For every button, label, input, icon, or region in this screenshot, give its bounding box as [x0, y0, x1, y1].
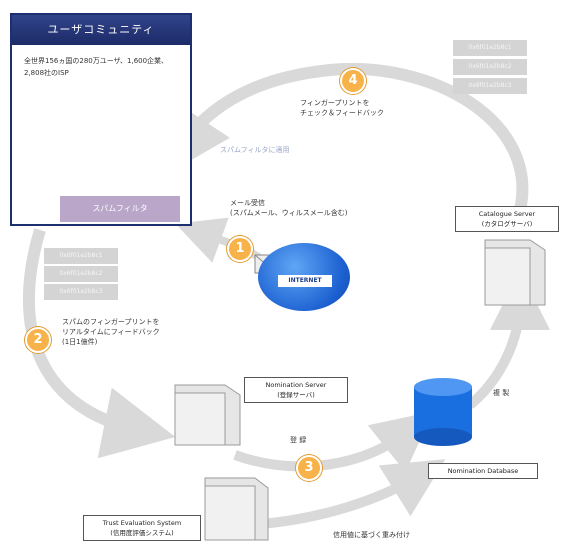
spam-filter-button[interactable]: スパムフィルタ [60, 196, 180, 222]
internet-label: INTERNET [278, 275, 332, 287]
spam-feedback-label: スパムのフィンガープリントを リアルタイムにフィードバック (1日1億件) [62, 318, 160, 346]
user-community-panel: ユーザコミュニティ 全世界156ヵ国の280万ユーザ、1,600企業、2,808… [10, 13, 192, 226]
fingerprint-check-label: フィンガープリントを チェック＆フィードバック [300, 99, 384, 117]
trust-server-icon [204, 477, 269, 541]
spam-filter-apply-label: スパムフィルタに適用 [220, 146, 290, 154]
replicate-label: 複 製 [493, 389, 510, 397]
arrow-register [233, 411, 434, 473]
arrow-trust [249, 459, 446, 530]
register-label: 登 録 [290, 436, 307, 444]
nomination-db-label: Nomination Database [428, 463, 538, 479]
fingerprint-row: 0x6f01e2b8c1 [44, 248, 118, 264]
fingerprint-row: 0x6f01e2b8c2 [44, 266, 118, 282]
fingerprint-row: 0x6f01e2b8c2 [453, 59, 527, 75]
nomination-server-label: Nomination Server (登録サーバ) [244, 377, 348, 403]
mail-receive-label: メール受信 (スパムメール、ウィルスメール含む) [230, 199, 348, 217]
user-community-description: 全世界156ヵ国の280万ユーザ、1,600企業、2,808社のISP [24, 57, 169, 77]
arrow-replicate [466, 270, 550, 409]
catalogue-server-icon [484, 239, 546, 306]
fingerprint-row: 0x6f01e2b8c1 [453, 40, 527, 56]
step-2-badge: 2 [25, 327, 51, 353]
step-3-badge: 3 [296, 455, 322, 481]
user-community-title: ユーザコミュニティ [12, 15, 190, 45]
fingerprint-row: 0x6f01e2b8c3 [44, 284, 118, 300]
step-1-badge: 1 [227, 236, 253, 262]
trust-system-label: Trust Evaluation System (信用度評価システム) [83, 515, 201, 541]
nomination-server-icon [174, 384, 241, 446]
database-icon [414, 378, 472, 446]
arrow-step2 [22, 228, 176, 459]
catalogue-server-label: Catalogue Server (カタログサーバ) [455, 206, 559, 232]
fingerprint-row: 0x6f01e2b8c3 [453, 78, 527, 94]
step-4-badge: 4 [340, 68, 366, 94]
trust-weighting-label: 信用値に基づく重み付け [333, 531, 410, 539]
